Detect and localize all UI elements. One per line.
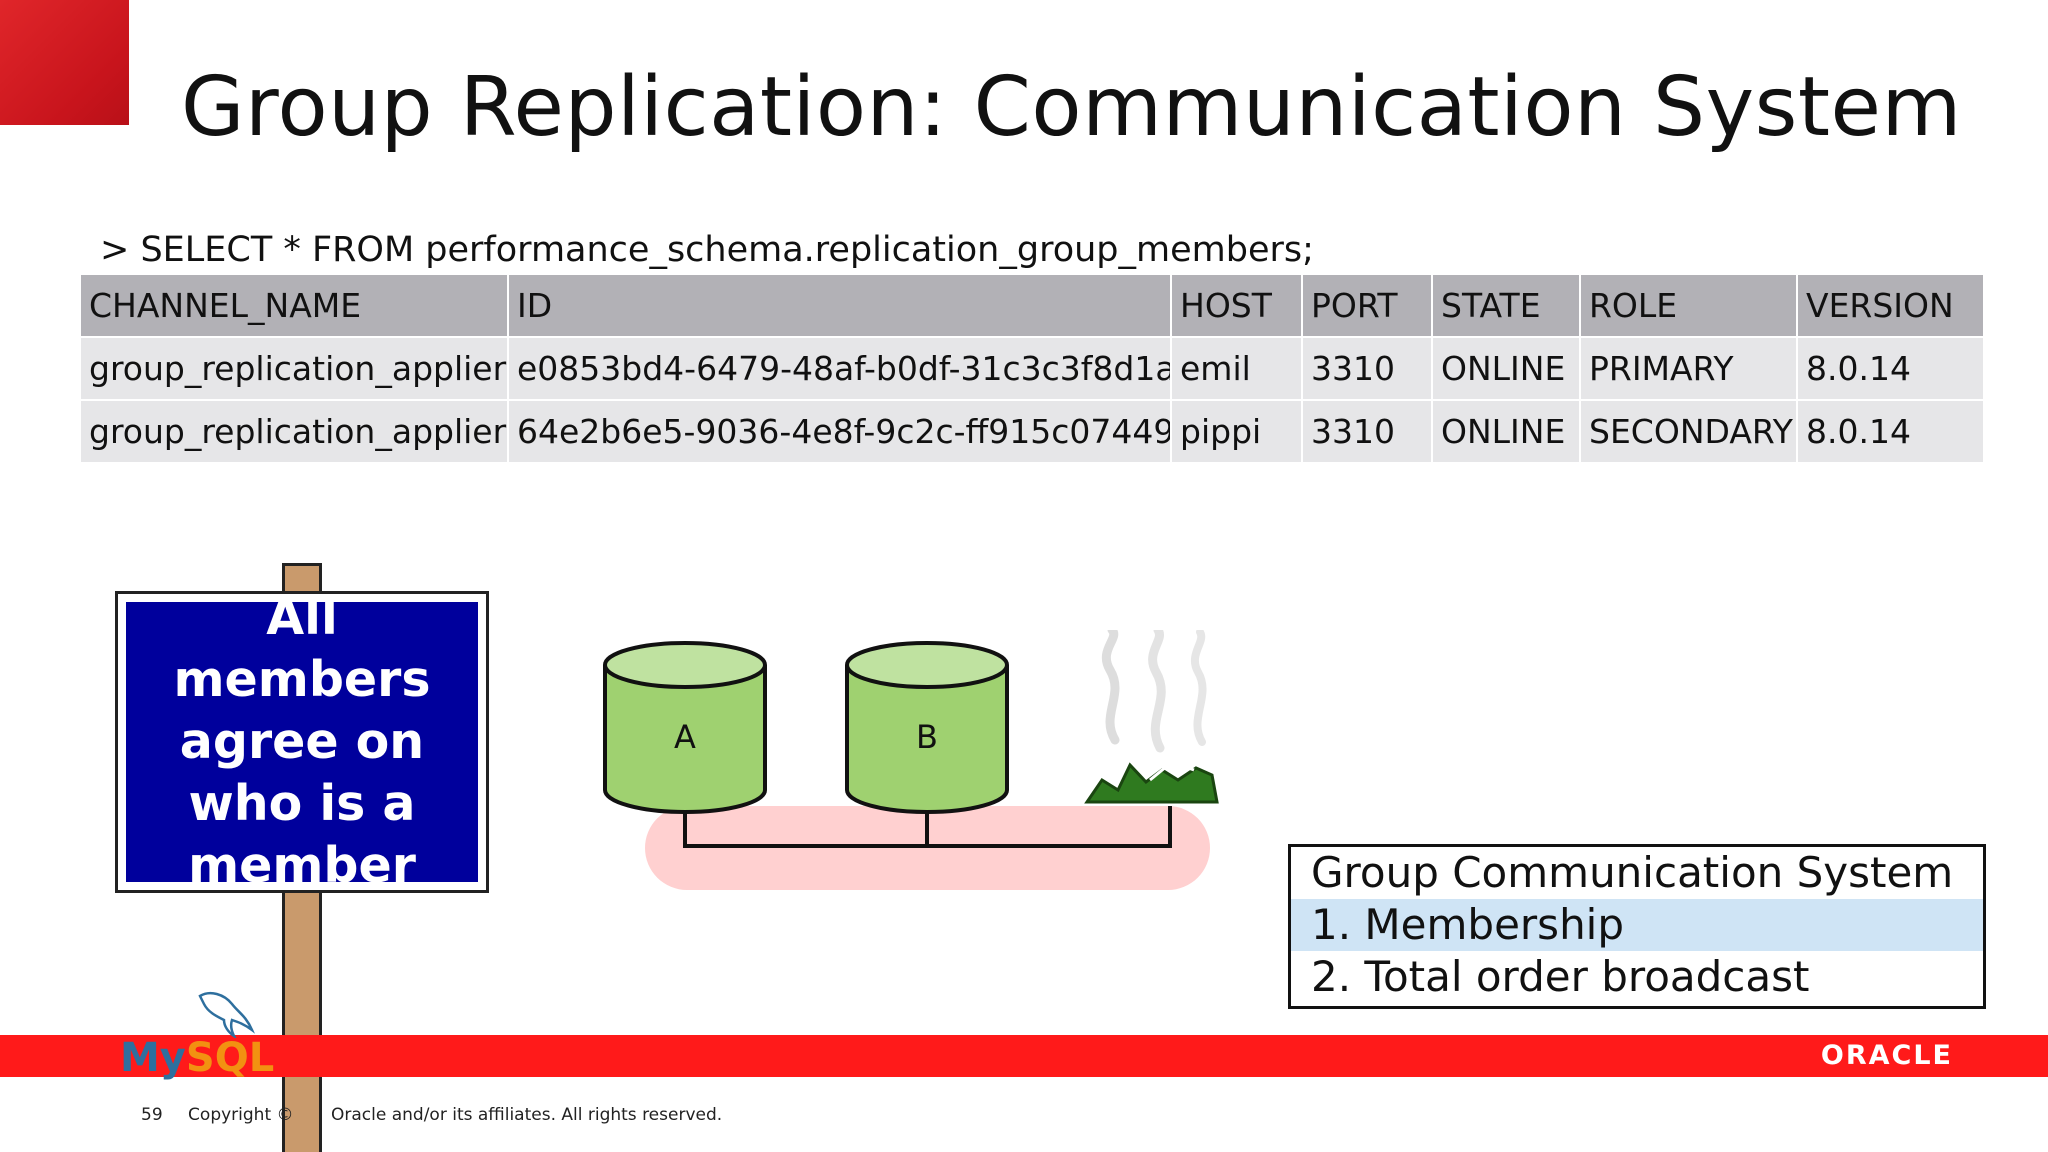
- sign-panel: All members agree on who is a member: [123, 589, 481, 894]
- col-header-host: HOST: [1171, 275, 1303, 337]
- gcs-feature-box: Group Communication System 1. Membership…: [1288, 844, 1986, 1009]
- node-label-a: A: [674, 718, 696, 756]
- gcs-heading: Group Communication System: [1311, 848, 1954, 897]
- cell-role: PRIMARY: [1580, 336, 1798, 400]
- oracle-logo: ORACLE: [1820, 1040, 1953, 1071]
- database-node-a: A: [603, 641, 767, 814]
- footer-bar: [0, 1035, 2048, 1077]
- cell-port: 3310: [1302, 336, 1433, 400]
- mysql-logo-sql: SQL: [185, 1035, 275, 1081]
- brand-corner-block: [0, 0, 129, 125]
- col-header-id: ID: [508, 275, 1172, 337]
- col-header-version: VERSION: [1797, 275, 1985, 337]
- database-node-b: B: [845, 641, 1009, 814]
- cell-version: 8.0.14: [1797, 399, 1985, 462]
- cell-id: 64e2b6e5-9036-4e8f-9c2c-ff915c074495: [508, 399, 1172, 462]
- sql-query: > SELECT * FROM performance_schema.repli…: [100, 230, 1314, 270]
- node-label-b: B: [916, 718, 938, 756]
- membership-sign: All members agree on who is a member: [115, 589, 489, 894]
- table-row: group_replication_applier e0853bd4-6479-…: [81, 336, 1985, 400]
- copyright-notice: 59 Copyright © Oracle and/or its affilia…: [141, 1104, 722, 1126]
- sign-line: member: [188, 837, 416, 894]
- cell-id: e0853bd4-6479-48af-b0df-31c3c3f8d1aa: [508, 336, 1172, 400]
- replication-members-table: CHANNEL_NAME ID HOST PORT STATE ROLE VER…: [81, 275, 1985, 462]
- gcs-item-membership: 1. Membership: [1291, 899, 1983, 951]
- mysql-logo-my: My: [120, 1035, 186, 1081]
- cell-role: SECONDARY: [1580, 399, 1798, 462]
- table-header-row: CHANNEL_NAME ID HOST PORT STATE ROLE VER…: [81, 275, 1985, 337]
- mysql-logo: MySQL: [120, 1030, 274, 1086]
- crashed-node-icon: [1084, 630, 1219, 804]
- sign-line: All members: [173, 589, 431, 708]
- cell-state: ONLINE: [1432, 399, 1581, 462]
- slide-title: Group Replication: Communication System: [181, 60, 1962, 155]
- page-number: 59: [141, 1105, 163, 1125]
- cell-channel-name: group_replication_applier: [81, 399, 509, 462]
- cell-host: emil: [1171, 336, 1303, 400]
- col-header-channel-name: CHANNEL_NAME: [81, 275, 509, 337]
- sign-text: All members agree on who is a member: [126, 587, 478, 897]
- gcs-item-total-order-broadcast: 2. Total order broadcast: [1311, 952, 1810, 1001]
- cell-state: ONLINE: [1432, 336, 1581, 400]
- sign-line: who is a: [188, 775, 416, 832]
- col-header-state: STATE: [1432, 275, 1581, 337]
- copyright-suffix: Oracle and/or its affiliates. All rights…: [331, 1105, 723, 1125]
- cell-version: 8.0.14: [1797, 336, 1985, 400]
- table-row: group_replication_applier 64e2b6e5-9036-…: [81, 399, 1985, 462]
- col-header-role: ROLE: [1580, 275, 1798, 337]
- cell-channel-name: group_replication_applier: [81, 336, 509, 400]
- cell-host: pippi: [1171, 399, 1303, 462]
- copyright-prefix: Copyright ©: [188, 1105, 294, 1125]
- mysql-dolphin-icon: [198, 992, 255, 1038]
- cell-port: 3310: [1302, 399, 1433, 462]
- col-header-port: PORT: [1302, 275, 1433, 337]
- group-diagram: A B: [603, 630, 1219, 890]
- sign-line: agree on: [179, 713, 425, 770]
